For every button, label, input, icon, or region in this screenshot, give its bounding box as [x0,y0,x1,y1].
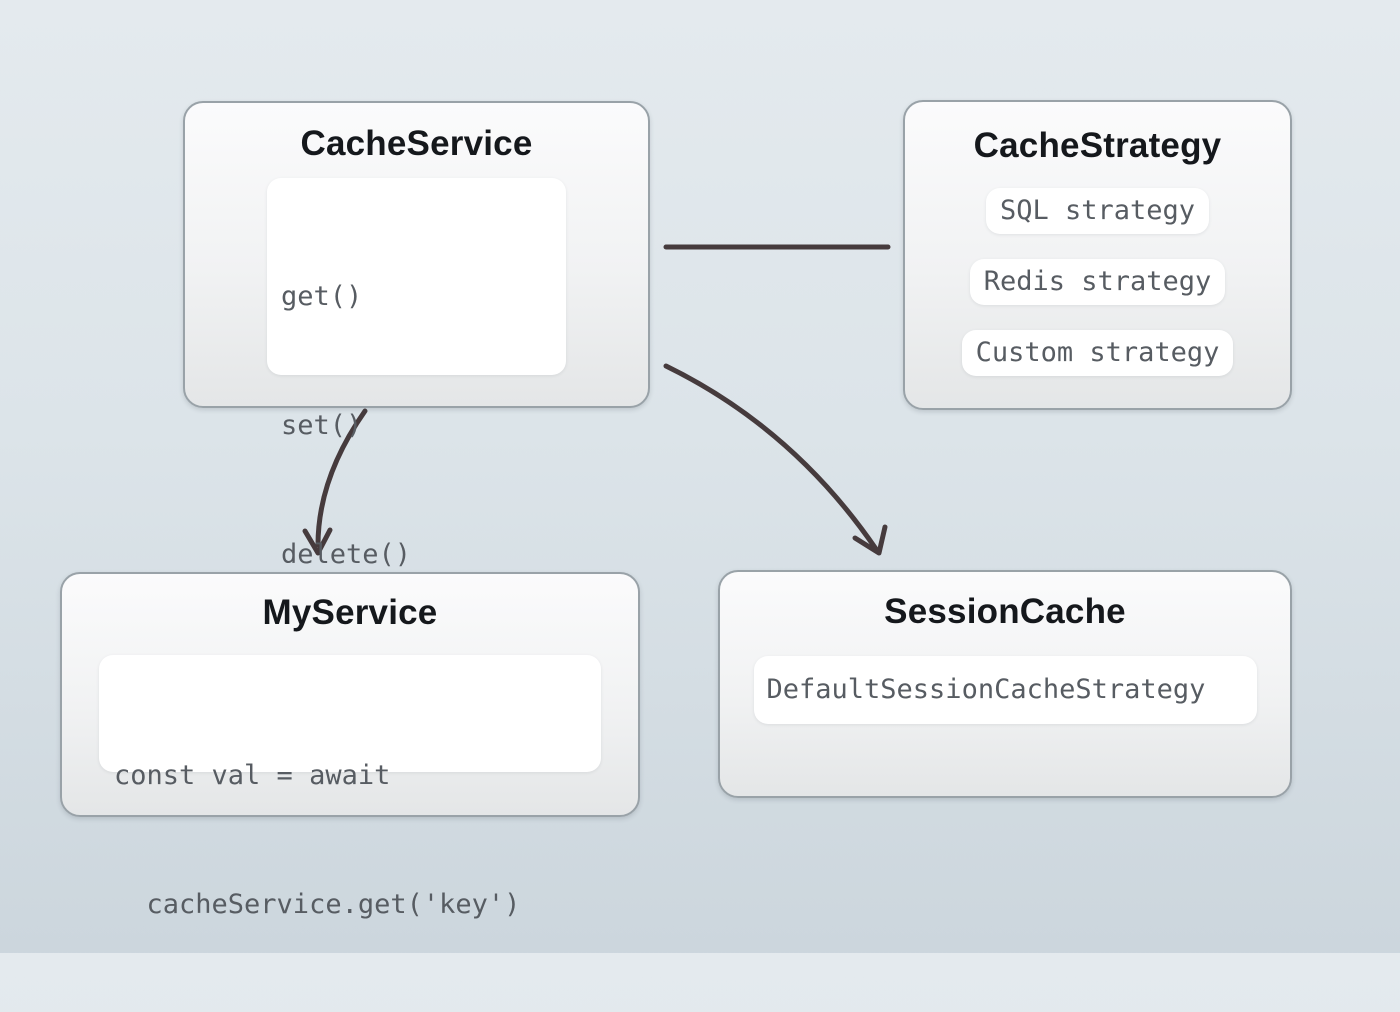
arrowhead-sessioncache-icon [852,524,888,556]
diagram-canvas: CacheService get() set() delete() invali… [60,100,1292,920]
node-session-cache: SessionCache DefaultSessionCacheStrategy [718,570,1292,798]
method-item: delete() [281,539,412,570]
node-cache-strategy-title: CacheStrategy [973,126,1222,165]
strategy-list: SQL strategy Redis strategy Custom strat… [905,188,1290,376]
node-cache-strategy: CacheStrategy SQL strategy Redis strateg… [903,100,1292,410]
session-cache-strategy-label: DefaultSessionCacheStrategy [753,656,1257,724]
edge-cacheservice-sessioncache [663,363,879,552]
node-cache-service: CacheService get() set() delete() invali… [183,101,650,699]
node-session-cache-title: SessionCache [884,592,1126,631]
node-cache-service-title: CacheService [300,124,533,163]
code-line: const val = await [114,760,391,791]
cache-service-method-list: get() set() delete() invalidateTags() [267,178,566,699]
strategy-pill-redis: Redis strategy [969,259,1226,305]
node-my-service-title: MyService [262,593,438,632]
strategy-pill-sql: SQL strategy [985,188,1210,234]
my-service-code-block: const val = await cacheService.get('key'… [99,655,601,920]
method-item: get() [281,281,363,312]
method-item: set() [281,410,363,441]
strategy-pill-custom: Custom strategy [961,330,1234,376]
code-line: cacheService.get('key') [114,889,521,920]
node-my-service: MyService const val = await cacheService… [60,572,640,920]
